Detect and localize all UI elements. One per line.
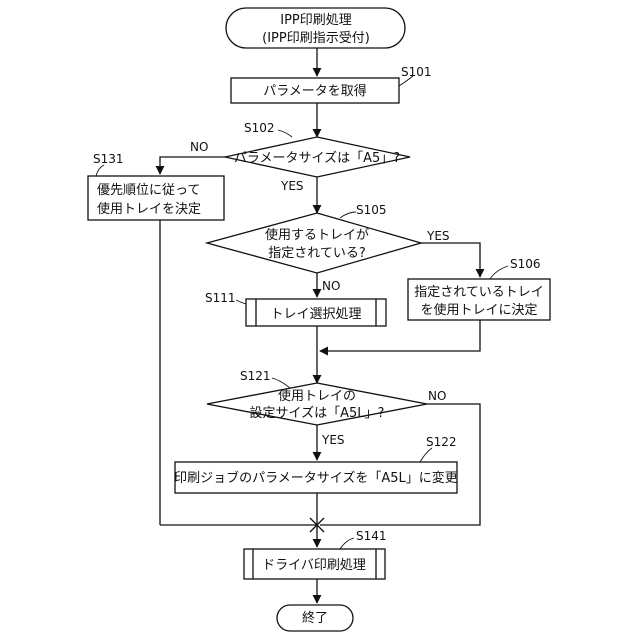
- s102-step: S102: [244, 121, 275, 135]
- s111-step: S111: [205, 291, 236, 305]
- start-line1: IPP印刷処理: [280, 13, 352, 28]
- s121-step: S121: [240, 369, 271, 383]
- s102-label: パラメータサイズは「A5」?: [234, 150, 400, 166]
- decision-s121: 使用トレイの 設定サイズは「A5L」? S121 NO YES: [207, 369, 446, 447]
- s105-line1: 使用するトレイが: [265, 227, 369, 243]
- s141-label: ドライバ印刷処理: [262, 558, 366, 573]
- s122-step: S122: [426, 435, 457, 449]
- s122-label: 印刷ジョブのパラメータサイズを「A5L」に変更: [174, 470, 458, 486]
- start-line2: (IPP印刷指示受付): [262, 31, 370, 46]
- end-label: 終了: [302, 610, 328, 626]
- s105-line2: 指定されている?: [268, 246, 366, 261]
- process-s131: 優先順位に従って 使用トレイを決定 S131: [88, 152, 224, 220]
- s102-no-label: NO: [190, 140, 208, 154]
- process-s111: トレイ選択処理 S111: [205, 291, 386, 326]
- s105-step: S105: [356, 203, 387, 217]
- s105-no-label: NO: [322, 279, 340, 293]
- s101-step: S101: [401, 65, 432, 79]
- process-s106: 指定されているトレイ を使用トレイに決定 S106: [408, 257, 550, 320]
- s121-yes-label: YES: [321, 433, 345, 447]
- s121-line1: 使用トレイの: [278, 388, 356, 404]
- s121-no-label: NO: [428, 389, 446, 403]
- s106-line2: を使用トレイに決定: [420, 302, 537, 318]
- s102-yes-label: YES: [280, 179, 304, 193]
- s131-line1: 優先順位に従って: [97, 183, 200, 198]
- start-terminal: IPP印刷処理 (IPP印刷指示受付): [226, 8, 405, 48]
- process-s122: 印刷ジョブのパラメータサイズを「A5L」に変更 S122: [174, 435, 458, 493]
- process-s141: ドライバ印刷処理 S141: [244, 529, 387, 579]
- s106-line1: 指定されているトレイ: [414, 285, 544, 300]
- s101-label: パラメータを取得: [263, 83, 367, 99]
- s131-line2: 使用トレイを決定: [97, 201, 201, 217]
- s105-yes-label: YES: [426, 229, 450, 243]
- s131-step: S131: [93, 152, 124, 166]
- s121-line2: 設定サイズは「A5L」?: [250, 405, 385, 421]
- s111-label: トレイ選択処理: [270, 307, 361, 322]
- end-terminal: 終了: [277, 605, 353, 631]
- process-s101: パラメータを取得 S101: [231, 65, 432, 103]
- s106-step: S106: [510, 257, 541, 271]
- s141-step: S141: [356, 529, 387, 543]
